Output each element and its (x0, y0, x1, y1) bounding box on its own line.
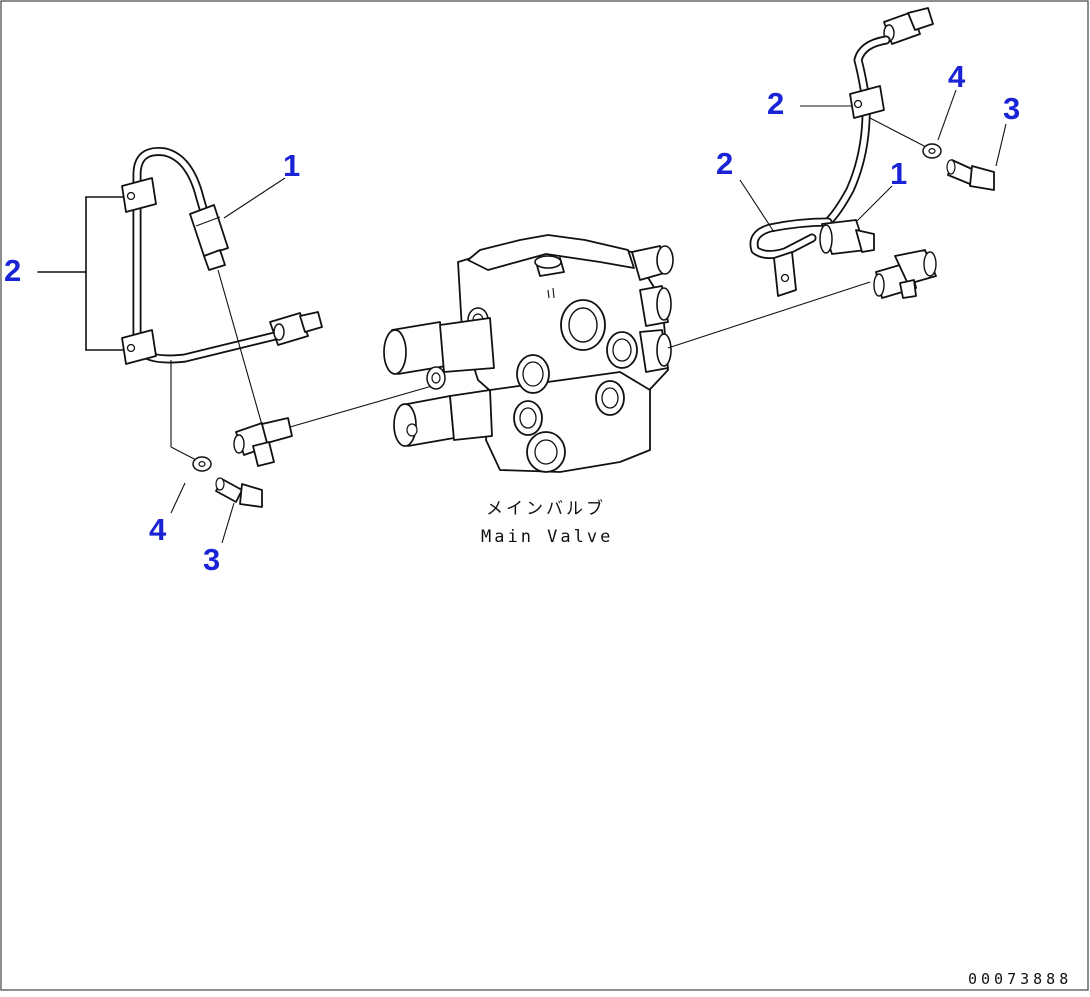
left-elbow-fitting (233, 417, 293, 467)
right-clamp-lower (773, 251, 797, 297)
callout-right-sensor: 1 (890, 156, 907, 191)
valve-caption-japanese: メインバルブ (486, 498, 606, 519)
right-sensor-hose (749, 35, 891, 260)
left-sensor-assembly (37, 146, 433, 508)
main-valve-body (383, 234, 674, 473)
callout-right-clamp-lower: 2 (716, 146, 733, 181)
right-sensor-assembly (667, 7, 995, 349)
left-clamp-top (121, 177, 157, 213)
right-tee-fitting (873, 249, 937, 299)
left-washer (192, 456, 212, 472)
right-top-connector (883, 7, 934, 45)
valve-caption: メインバルブ Main Valve (481, 498, 613, 547)
right-washer (922, 143, 942, 159)
callout-right-washer: 4 (948, 59, 966, 94)
left-clamp-leader-bracket (37, 196, 129, 351)
callout-numbers: 1 2 4 3 2 4 3 2 1 (4, 59, 1020, 577)
document-id: 00073888 (968, 970, 1072, 988)
right-clamp-top (849, 85, 885, 119)
left-bolt (215, 477, 263, 508)
right-pressure-sensor (819, 219, 875, 255)
callout-leaders (170, 89, 1007, 544)
callout-left-bolt: 3 (203, 542, 220, 577)
left-pressure-sensor (189, 204, 229, 271)
callout-right-bolt: 3 (1003, 91, 1020, 126)
callout-right-clamp-top: 2 (767, 86, 784, 121)
callout-left-clamps: 2 (4, 253, 21, 288)
valve-caption-english: Main Valve (481, 527, 613, 547)
right-bolt (946, 159, 995, 191)
callout-left-washer: 4 (149, 512, 167, 547)
left-hose-connector (269, 311, 323, 346)
left-clamp-bottom (121, 329, 157, 365)
callout-left-sensor: 1 (283, 148, 300, 183)
